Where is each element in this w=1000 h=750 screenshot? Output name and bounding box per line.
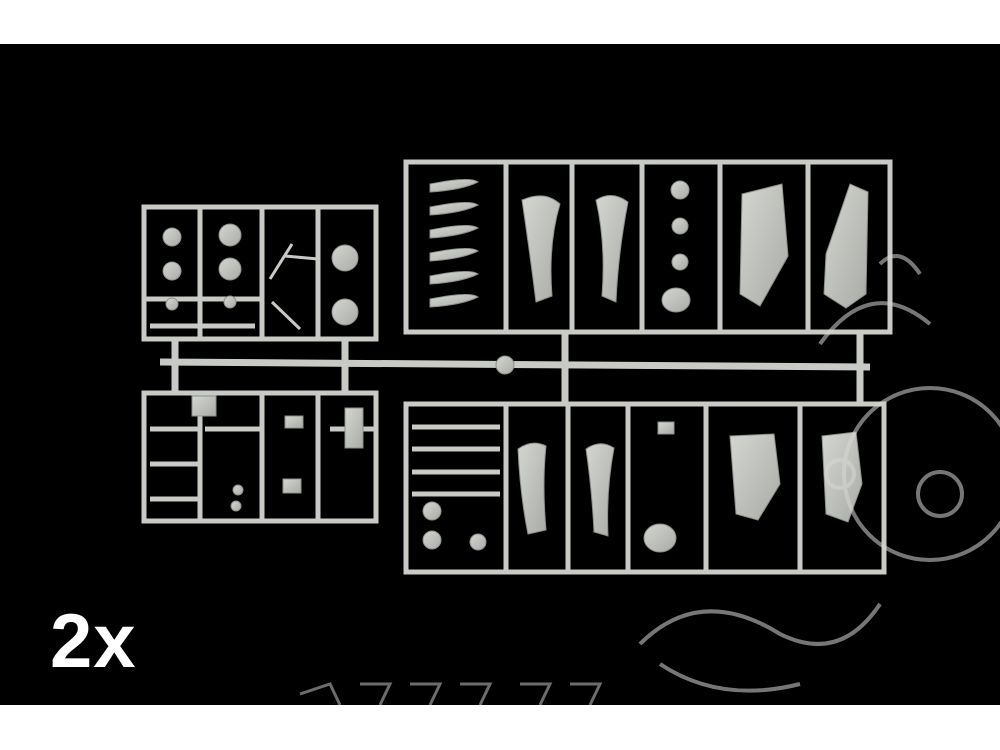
watermark-mascot [638, 254, 1000, 693]
sprue-illustration [141, 159, 1000, 705]
sprue-frame-d [403, 401, 887, 575]
quantity-caption: 2x [50, 599, 137, 684]
wheel-parts [162, 223, 359, 326]
sprue-frame-b [141, 390, 379, 524]
strut-parts [268, 243, 319, 331]
fuselage-halves-c [661, 180, 869, 313]
runner-gate [495, 355, 515, 375]
fuselage-halves-d [422, 421, 863, 553]
main-runner [159, 332, 871, 404]
blade-parts [429, 178, 479, 308]
small-parts-b [191, 395, 364, 512]
intake-ducts [521, 195, 629, 303]
sprue-frame-a [141, 204, 379, 342]
watermark-text [299, 682, 603, 705]
sprue-frame-c [403, 159, 893, 335]
product-photo: 2x [0, 44, 1000, 705]
